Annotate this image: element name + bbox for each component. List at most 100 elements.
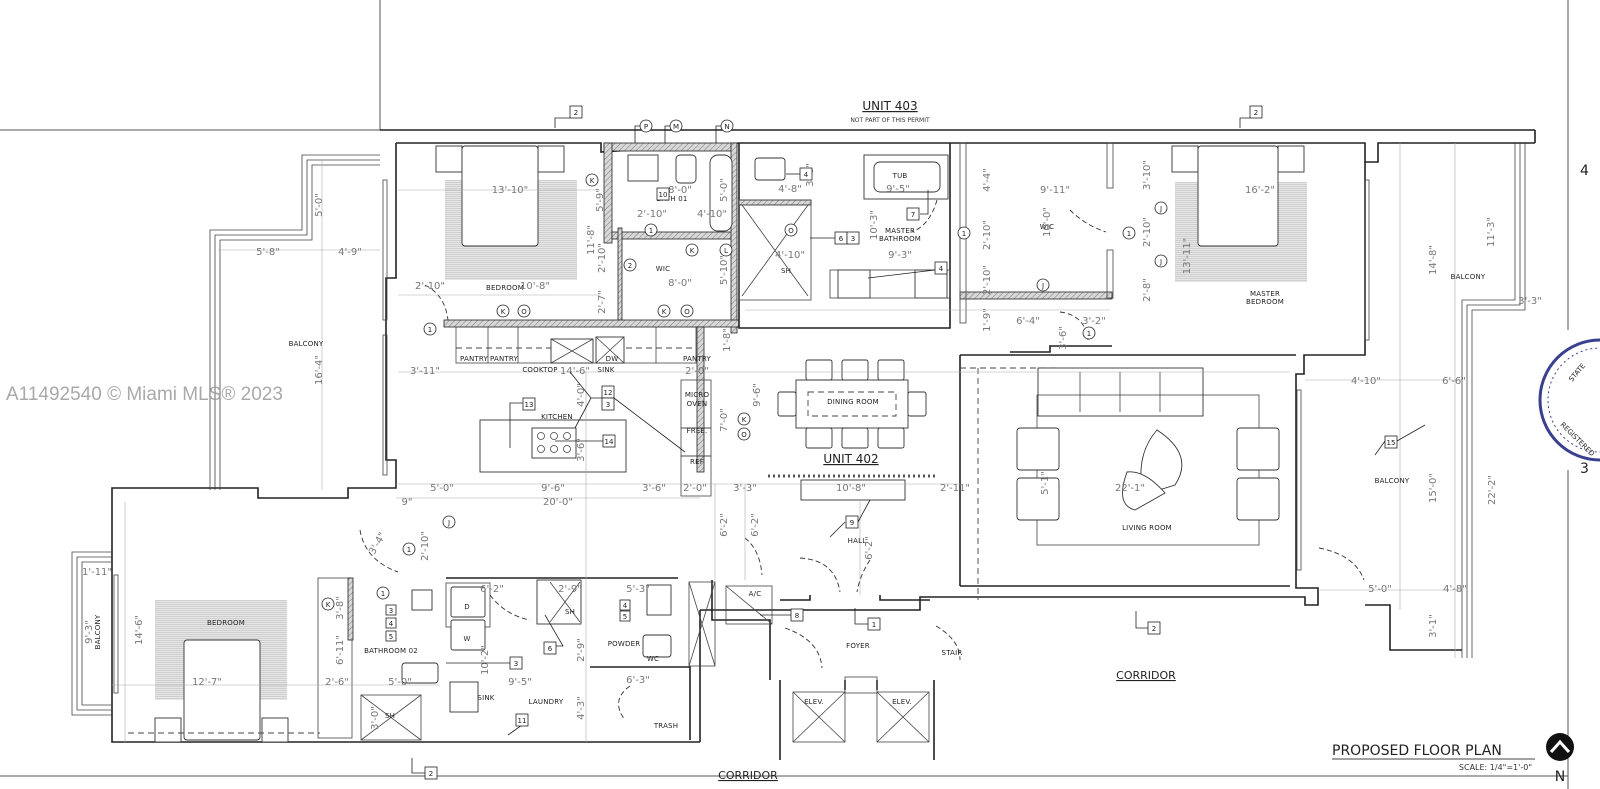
svg-text:5: 5 [389,633,393,641]
svg-text:1'-11": 1'-11" [82,567,112,578]
svg-text:7'-0": 7'-0" [719,408,730,432]
svg-text:11'-3": 11'-3" [1486,217,1497,247]
svg-text:4: 4 [804,171,809,179]
svg-text:6'-11": 6'-11" [335,635,346,665]
svg-text:K: K [501,308,506,316]
svg-text:5'-0": 5'-0" [314,193,325,217]
master-bath-walls [738,142,1114,353]
svg-text:6'-3": 6'-3" [626,675,650,686]
svg-text:6: 6 [548,645,553,653]
label-master-bathroom-2: BATHROOM [879,235,921,243]
svg-text:4: 4 [939,265,944,273]
svg-text:5'-3": 5'-3" [626,584,650,595]
svg-text:4'-3": 4'-3" [576,696,587,720]
north-label: N [1555,769,1565,785]
keynote-circles: P M N K K L 1 2 O 1 1 J J J 1 K O K O K … [321,119,1168,611]
label-trash: TRASH [653,722,678,730]
console-wall [768,474,935,501]
svg-text:3: 3 [606,401,610,409]
label-sh-3: SH [565,608,575,616]
svg-text:3'-11": 3'-11" [410,366,440,377]
label-free: FREE. [687,427,708,435]
svg-text:5'-0": 5'-0" [719,178,730,202]
svg-text:4'-10": 4'-10" [775,250,805,261]
svg-text:K: K [326,601,331,609]
svg-text:8'-0": 8'-0" [668,278,692,289]
label-wic-2: WIC [1040,223,1054,231]
mls-watermark: A11492540 © Miami MLS® 2023 [6,384,283,405]
svg-text:1'-8": 1'-8" [722,328,733,352]
label-bath-01: BATH 01 [656,195,687,203]
label-bathroom-02: BATHROOM 02 [364,647,418,655]
svg-text:6'-2": 6'-2" [864,536,875,560]
svg-text:O: O [741,431,747,439]
label-unit-402: UNIT 402 [823,452,878,466]
svg-text:O: O [521,308,527,316]
svg-text:J: J [1159,258,1162,266]
keynote-tag: 14 [555,434,616,448]
svg-text:3'-10": 3'-10" [1142,160,1153,190]
keynote-tag: 2 [1135,611,1161,635]
label-living-room: LIVING ROOM [1122,524,1172,532]
bedroom-1-furniture [435,145,577,280]
bath01-fixtures [627,154,733,232]
keynote-tag: 4 [867,261,948,279]
room-labels: BEDROOM BATH 01 WIC TUB MASTER BATHROOM … [94,172,1486,730]
door-swings [359,199,1365,721]
svg-text:4'-9": 4'-9" [338,247,362,258]
svg-text:M: M [673,123,679,131]
label-pantry-3: PANTRY [683,355,711,363]
keynote-tag: 345 [385,604,397,642]
svg-text:5: 5 [623,613,627,621]
svg-text:1: 1 [428,326,432,334]
svg-text:K: K [742,416,747,424]
bathroom02-laundry-powder [317,577,716,741]
svg-text:10: 10 [659,191,668,199]
keynote-tag: 11 [507,713,529,736]
svg-text:2: 2 [574,109,578,117]
svg-text:2: 2 [1254,109,1258,117]
label-pantry-2: PANTRY [490,355,518,363]
balcony-west [209,154,388,490]
label-cooktop: COOKTOP [522,366,557,374]
keynote-tag: 2 [554,105,583,128]
svg-text:2'-10": 2'-10" [982,220,993,250]
svg-text:1: 1 [1087,330,1091,338]
label-sh-1: SH [385,712,395,720]
label-laundry: LAUNDRY [529,698,564,706]
svg-text:5'-0": 5'-0" [388,677,412,688]
svg-text:4'-0": 4'-0" [576,383,587,407]
svg-text:2'-8": 2'-8" [1142,278,1153,302]
svg-text:14'-8": 14'-8" [1428,245,1439,275]
svg-text:5'-1": 5'-1" [1040,471,1051,495]
label-dryer: D [464,603,470,611]
label-elev-2: ELEV. [892,698,912,706]
svg-text:4'-10": 4'-10" [1351,376,1381,387]
svg-text:9'-3": 9'-3" [84,620,95,644]
svg-text:2: 2 [1152,625,1156,633]
label-washer: W [463,635,470,643]
svg-text:4'-10": 4'-10" [697,209,727,220]
bedroom-2-furniture [128,600,320,743]
svg-text:3'-1": 3'-1" [1428,614,1439,638]
svg-text:1: 1 [649,227,653,235]
master-bath-fixtures [741,154,951,299]
svg-text:8: 8 [795,612,799,620]
living-room-furniture [960,367,1280,600]
svg-text:2'-0": 2'-0" [683,483,707,494]
label-micro: MICRO [685,391,710,399]
registration-stamp: STATE REGISTERED [1538,338,1600,462]
svg-text:3'-3": 3'-3" [733,483,757,494]
svg-text:2'-9": 2'-9" [576,638,587,662]
svg-text:5'-0": 5'-0" [1368,584,1392,595]
svg-text:STATE: STATE [1567,362,1587,383]
keynote-tag: 1 [854,608,881,631]
svg-text:1: 1 [1127,230,1131,238]
title-block: PROPOSED FLOOR PLAN SCALE: 1/4"=1'-0" N [1332,733,1574,785]
label-unit-403: UNIT 403 [862,99,917,113]
svg-text:16'-2": 16'-2" [1245,185,1275,196]
svg-text:8'-0": 8'-0" [668,185,692,196]
label-tub: TUB [892,172,908,180]
keynote-tag: 2 [411,758,438,780]
